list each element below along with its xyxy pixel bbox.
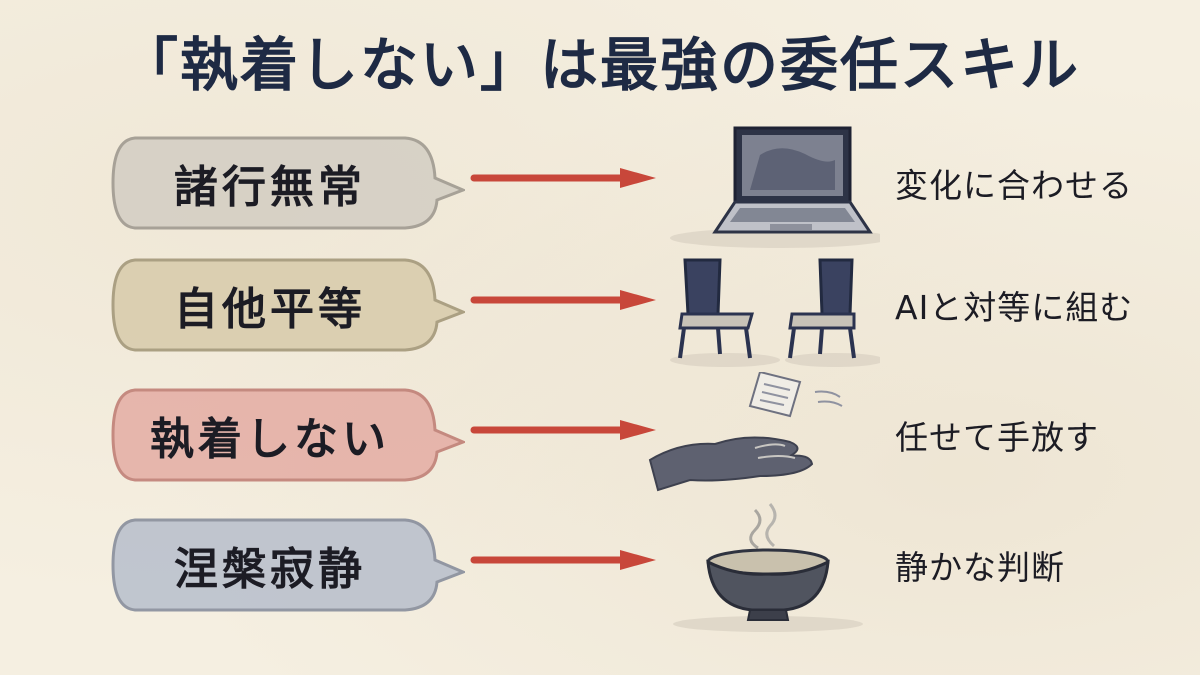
chairs-icon [670,258,880,367]
arrow-right-icon [470,420,656,440]
bubble-term: 執着しない [150,414,390,465]
bubble-term: 涅槃寂静 [174,544,366,595]
arrow-right-icon [470,168,656,188]
row-caption: 静かな判断 [895,548,1065,587]
concept-row: 諸行無常 変化に合わせる [0,126,1200,258]
concept-row: 執着しない 任せて手放す [0,372,1200,510]
concept-row: 涅槃寂静 静かな判断 [0,503,1200,640]
concept-row: 自他平等 AIと対等に組む [0,250,1200,380]
bubble-term: 諸行無常 [174,162,366,213]
arrow-right-icon [470,290,656,310]
row-caption: AIと対等に組む [895,288,1134,327]
page-title: 「執着しない」は最強の委任スキル [119,31,1080,99]
arrow-right-icon [470,550,656,570]
row-caption: 任せて手放す [895,418,1099,457]
speech-bubble: 執着しない [105,380,465,490]
row-caption: 変化に合わせる [895,166,1133,205]
bubble-term: 自他平等 [174,284,366,335]
tea-bowl-icon [673,503,863,632]
releasing-hand-icon [648,372,843,492]
speech-bubble: 自他平等 [105,250,465,360]
speech-bubble: 涅槃寂静 [105,510,465,620]
laptop-icon [670,126,880,248]
speech-bubble: 諸行無常 [105,128,465,238]
